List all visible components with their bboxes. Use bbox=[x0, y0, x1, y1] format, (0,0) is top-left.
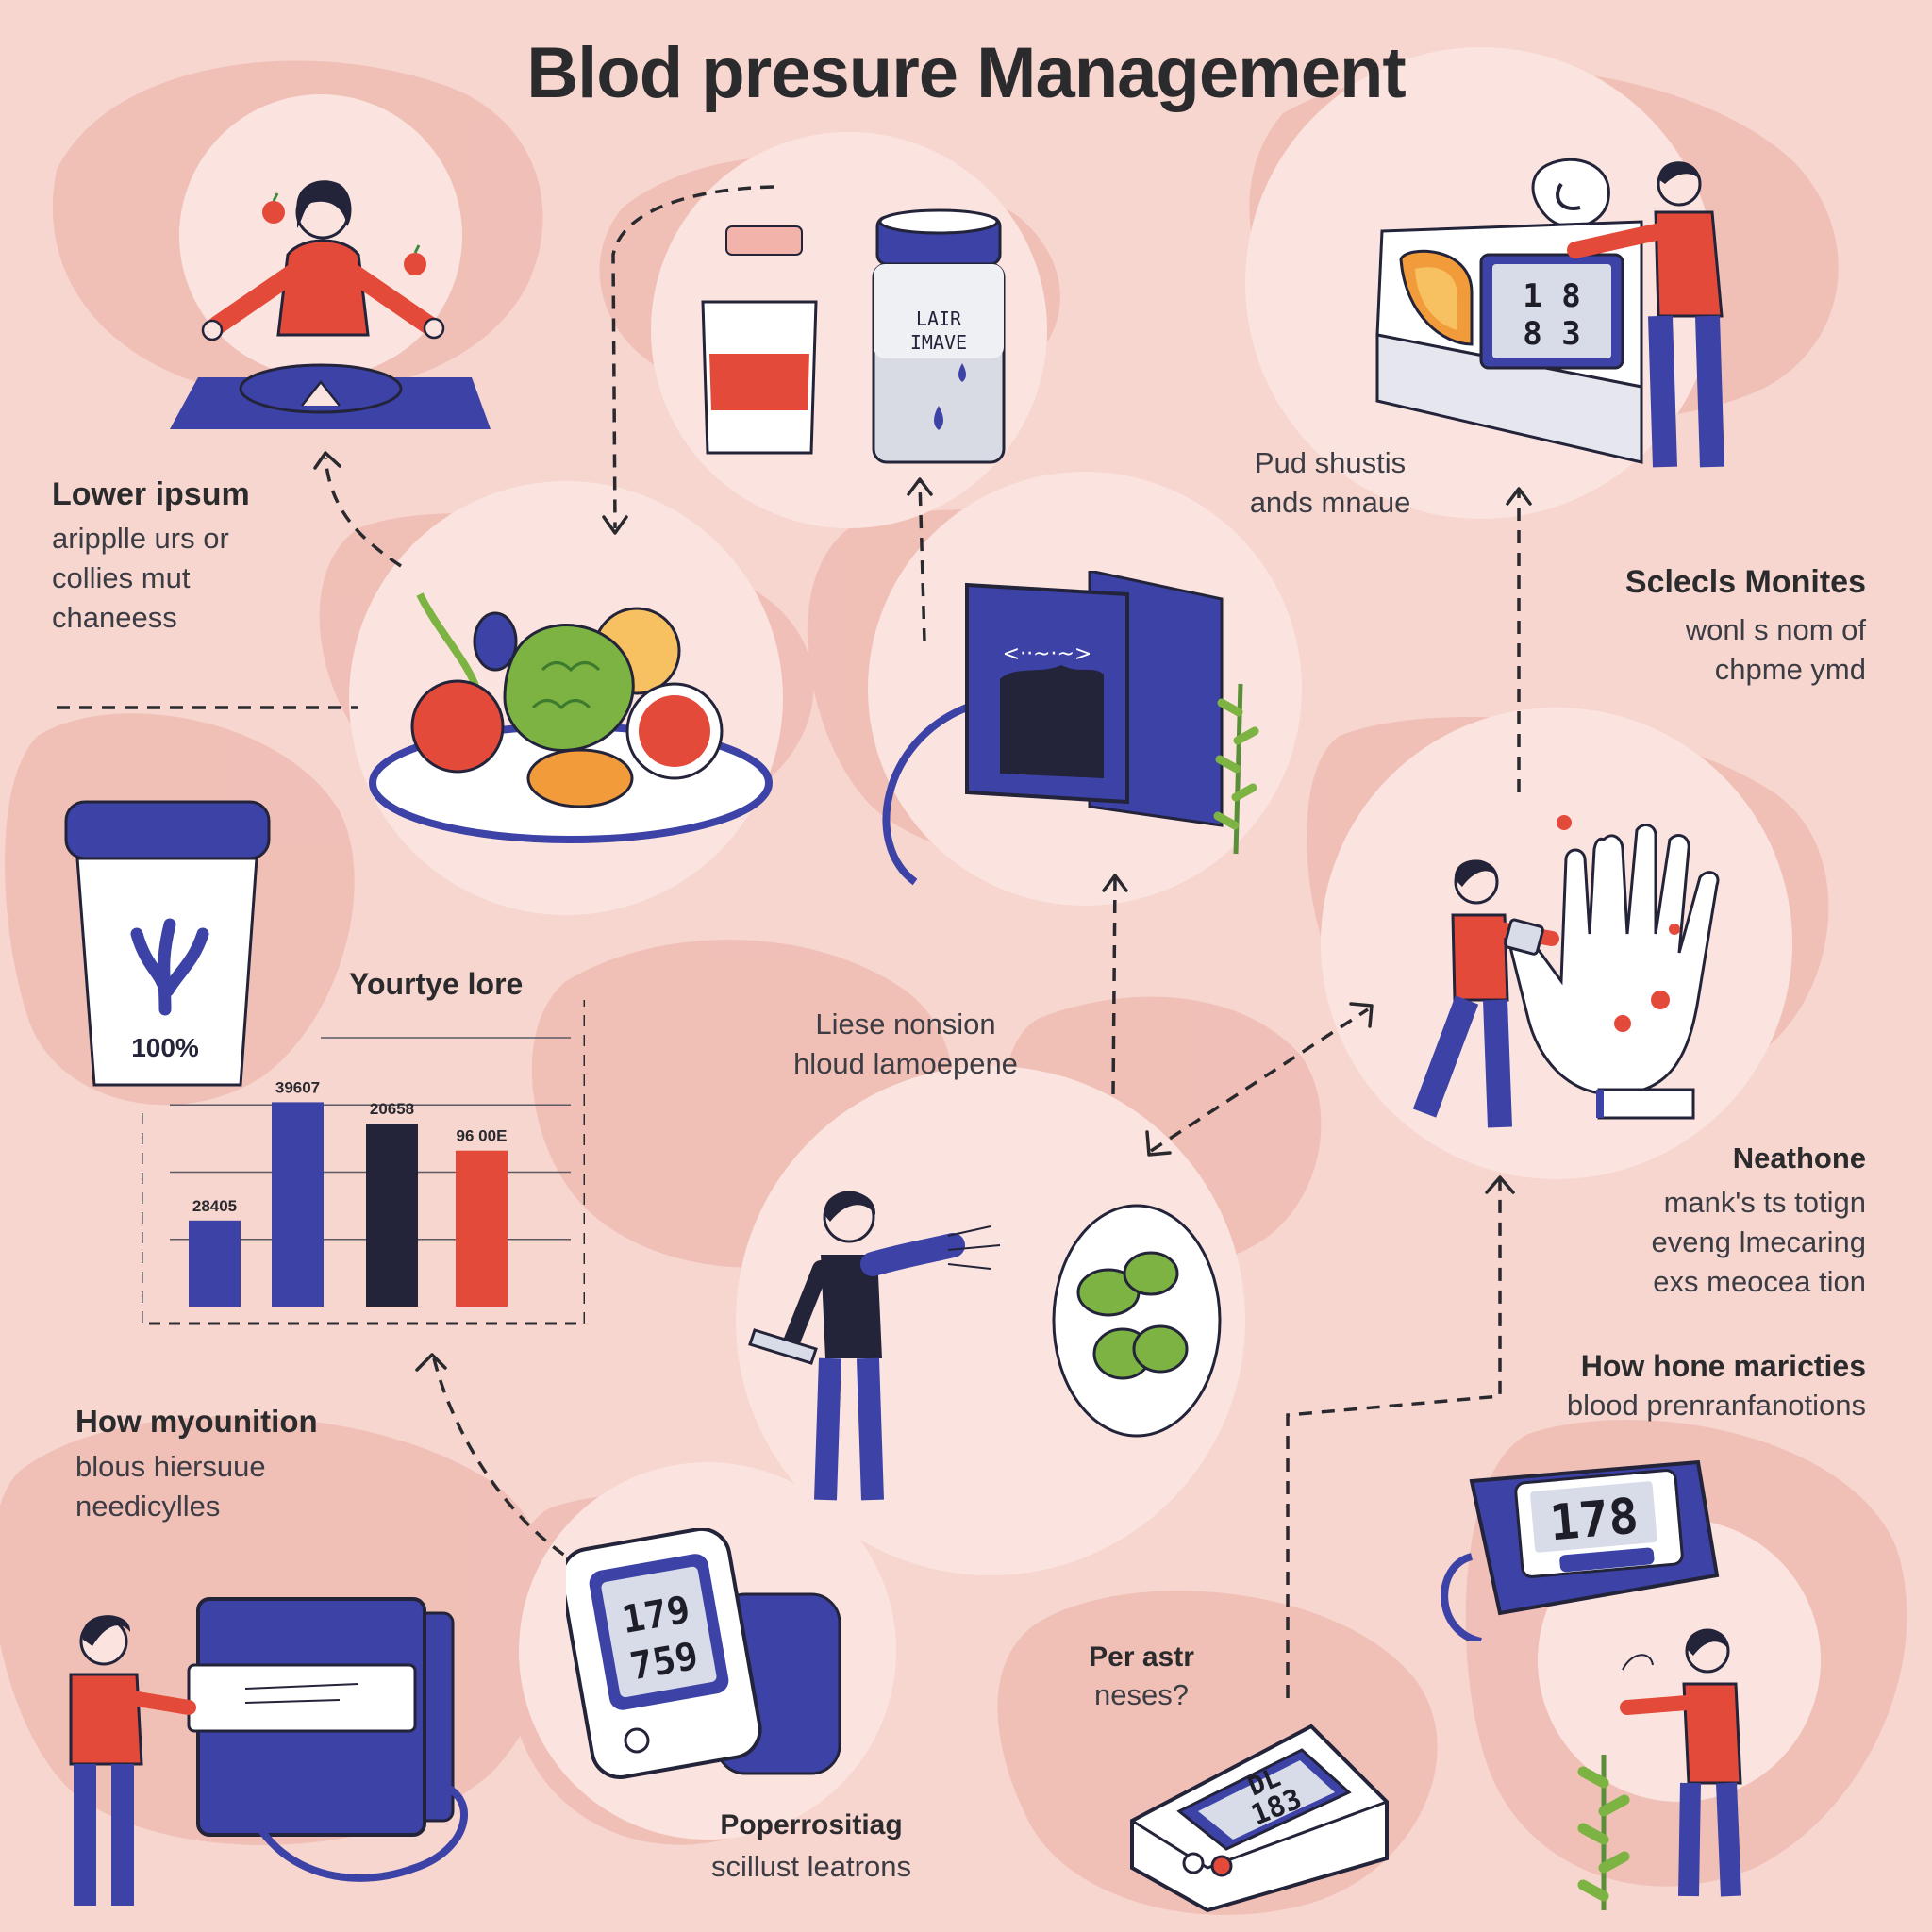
poper-section: Poperrositiag scillust leatrons bbox=[651, 1809, 972, 1887]
vegetable-plate-illustration bbox=[369, 592, 773, 843]
selects-section: Sclecls Monites wonl s nom of chpme ymd bbox=[1472, 564, 1866, 690]
chart-bar-label: 20658 bbox=[370, 1100, 414, 1118]
hand-check-illustration bbox=[1412, 815, 1720, 1128]
pud-section: Pud shustis ands mnaue bbox=[1189, 443, 1472, 523]
jar-label-line-1: LAIR bbox=[916, 308, 962, 330]
lower-line-3: chaneess bbox=[52, 601, 177, 634]
bp-cuff-illustration: <··~·~> bbox=[882, 571, 1259, 886]
neathone-section: Neathone mank's ts totign eveng lmecarin… bbox=[1519, 1141, 1866, 1302]
selects-line-2: chpme ymd bbox=[1714, 653, 1866, 686]
supplement-cup-illustration bbox=[64, 800, 271, 1087]
page-title: Blod presure Management bbox=[526, 33, 1406, 113]
howmy-line-2: needicylles bbox=[75, 1490, 221, 1523]
cup-label: 100% bbox=[131, 1033, 199, 1062]
liese-line-1: Liese nonsion bbox=[815, 1008, 996, 1041]
olive-plate-illustration bbox=[1052, 1204, 1222, 1438]
chart-bar bbox=[272, 1102, 324, 1307]
chart-title: Yourtye lore bbox=[349, 967, 524, 1001]
lower-heading: Lower ipsum bbox=[52, 476, 250, 512]
chart-bar-label: 39607 bbox=[275, 1078, 320, 1096]
plant-icon bbox=[1577, 1755, 1630, 1910]
water-and-pill-jar-illustration: LAIR IMAVE bbox=[701, 208, 1006, 464]
chart-bar-label: 28405 bbox=[192, 1197, 237, 1215]
bp-monitor-man-illustration: 1 8 8 3 bbox=[1375, 158, 1724, 468]
neathone-line-2: eveng lmecaring bbox=[1651, 1225, 1866, 1258]
howmy-line-1: blous hiersuue bbox=[75, 1450, 266, 1483]
svg-text:<··~·~>: <··~·~> bbox=[1003, 642, 1092, 666]
woman-with-cuff-illustration bbox=[69, 1597, 468, 1906]
howmy-section: How myounition blous hiersuue needicylle… bbox=[75, 1404, 396, 1526]
man-gesturing-illustration bbox=[1620, 1628, 1742, 1897]
lower-section: Lower ipsum aripplle urs or collies mut … bbox=[52, 476, 363, 638]
lower-line-1: aripplle urs or bbox=[52, 522, 229, 555]
neathone-line-1: mank's ts totign bbox=[1663, 1186, 1866, 1219]
jar-label-line-2: IMAVE bbox=[910, 331, 967, 354]
howmy-heading: How myounition bbox=[75, 1404, 318, 1439]
selects-heading: Sclecls Monites bbox=[1624, 564, 1866, 600]
perastr-heading: Per astr bbox=[1089, 1641, 1194, 1673]
poper-heading: Poperrositiag bbox=[720, 1809, 903, 1840]
perastr-section: Per astr neses? bbox=[1047, 1641, 1236, 1715]
neathone-heading: Neathone bbox=[1732, 1141, 1866, 1174]
howhone-line-1: blood prenranfanotions bbox=[1566, 1389, 1866, 1422]
digital-monitor-illustration: 179 759 bbox=[566, 1528, 841, 1779]
small-monitor-illustration: DL 183 bbox=[1130, 1724, 1389, 1913]
chart-bar bbox=[189, 1220, 241, 1307]
pud-line-2: ands mnaue bbox=[1249, 486, 1411, 519]
howhone-heading: How hone maricties bbox=[1580, 1349, 1866, 1383]
home-monitor-illustration: 178 bbox=[1441, 1459, 1720, 1641]
top-right-reading-2: 8 3 bbox=[1523, 315, 1580, 353]
yoga-woman-illustration bbox=[170, 180, 491, 429]
howhone-section: How hone maricties blood prenranfanotion… bbox=[1472, 1349, 1866, 1425]
bottom-right-reading: 178 bbox=[1547, 1488, 1641, 1552]
chart-bar-label: 96 00E bbox=[457, 1127, 508, 1145]
liese-line-2: hloud lamoepene bbox=[793, 1047, 1018, 1080]
perastr-line-1: neses? bbox=[1094, 1678, 1189, 1711]
bar-chart: 28405 39607 20658 96 00E bbox=[142, 1000, 585, 1325]
pud-line-1: Pud shustis bbox=[1254, 446, 1407, 479]
selects-line-1: wonl s nom of bbox=[1685, 613, 1866, 646]
chart-bar bbox=[456, 1150, 508, 1307]
lower-line-2: collies mut bbox=[52, 561, 191, 594]
chart-bar bbox=[366, 1124, 418, 1307]
top-right-reading-1: 1 8 bbox=[1523, 277, 1580, 315]
man-with-cuff-illustration bbox=[748, 1191, 1001, 1501]
liese-section: Liese nonsion hloud lamoepene bbox=[745, 1005, 1066, 1084]
poper-line-1: scillust leatrons bbox=[711, 1850, 911, 1883]
neathone-line-3: exs meocea tion bbox=[1653, 1265, 1866, 1298]
